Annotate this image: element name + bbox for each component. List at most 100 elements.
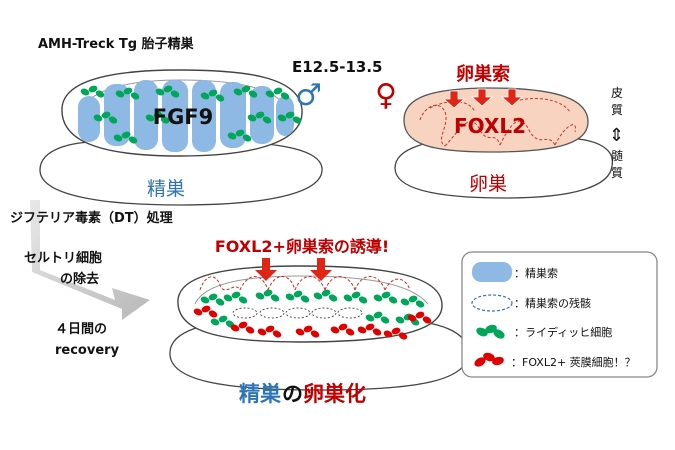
leydig-cell [200,296,210,304]
leydig-cell [235,129,245,137]
legend-remnant-swatch [471,294,513,312]
theca-cell [230,324,240,332]
leydig-cell [113,134,123,142]
leydig-cell [163,85,173,93]
leydig-cell [321,289,331,297]
leydig-cell [293,290,303,298]
leydig-cell [231,291,241,299]
testis-cord [276,96,294,136]
theca-cell [257,328,267,336]
legend: ：精巣索 ：精巣索の残骸 ：ライディッヒ細胞 ：FOXL2+ 莢膜細胞！？ [461,251,658,378]
bottom-title-ovarization: 卵巣化 [303,382,366,406]
theca-cell [415,311,425,319]
leydig-cell [365,314,375,322]
induction-title: FOXL2+卵巣索の誘導! [215,237,389,256]
leydig-cell [273,87,283,95]
leydig-cell [80,88,90,96]
leydig-cell [280,92,290,100]
leydig-cell [215,94,225,102]
theca-cell [365,323,375,331]
ovary-label: 卵巣 [469,173,507,195]
testis-cord [134,80,158,150]
cord-remnant [311,307,337,319]
theca-cell [422,316,432,324]
testis-cord [192,80,216,152]
ovary-inward-arrows [442,88,524,109]
leydig-cell [415,300,425,308]
leydig-cell [248,90,258,98]
leydig-cell [101,111,111,119]
female-symbol: ♀ [375,78,397,113]
leydig-cell [153,111,163,119]
cord-remnant [232,307,258,319]
theca-cell [330,326,340,334]
testis-cord [162,80,188,152]
theca-cell [272,330,282,338]
leydig-cell [381,291,391,299]
ovary-cords-dashed [419,98,576,147]
sertoli-removal-line1: セルトリ細胞 [24,250,102,266]
result-inward-arrows [255,258,332,281]
testis-label: 精巣 [147,178,185,200]
leydig-cell [292,116,302,124]
legend-item-leydig: ：ライディッヒ細胞 [514,325,612,339]
leydig-cell [218,315,228,323]
testis-leydig-cells [80,85,302,144]
leydig-cell [121,131,131,139]
theca-cell [372,328,382,336]
leydig-cell [130,92,140,100]
leydig-cell [247,114,257,122]
result-ovary-cords [199,276,411,291]
cortex-medulla-axis: 皮 質 ⇕ 髄 質 [609,86,624,180]
leydig-cell [145,114,155,122]
theca-cell [303,325,313,333]
leydig-cell [88,85,98,93]
theca-cell [310,330,320,338]
legend-item-remnant: ：精巣索の残骸 [514,296,591,310]
leydig-cell [208,293,218,301]
theca-cell [407,314,417,322]
dt-treatment-label: ジフテリア毒素（DT）処理 [10,210,173,226]
theca-cell [383,330,393,338]
theca-cell [245,326,255,334]
feminized-testis-diagram [169,258,469,391]
theca-cell [398,332,408,340]
cord-remnant [259,307,285,319]
legend-item-cord: ：精巣索 [514,266,558,280]
leydig-cell [265,90,275,98]
theca-cell [208,310,218,318]
theca-cell [357,326,367,334]
amh-treck-title: AMH-Treck Tg 胎子精巣 [38,36,195,52]
theca-cell [391,327,401,335]
fgf9-label: FGF9 [153,105,214,129]
bottom-title-no: の [282,382,303,406]
leydig-cell [373,294,383,302]
recovery-line2: recovery [55,343,120,358]
cord-remnants [232,307,363,319]
updown-arrow-icon: ⇕ [609,125,624,146]
leydig-cell [93,114,103,122]
leydig-cell [408,295,418,303]
leydig-cell [208,89,218,97]
leydig-cell [328,294,338,302]
theca-cell [201,305,211,313]
result-cells [193,289,432,340]
theca-cell [238,321,248,329]
cord-remnant [337,307,363,319]
leydig-cell [255,111,265,119]
leydig-cell [263,289,273,297]
sertoli-removal-line2: の除去 [60,271,99,287]
leydig-cell [255,292,265,300]
legend-box [461,251,658,378]
leydig-cell [277,114,287,122]
leydig-cell [241,85,251,93]
leydig-cell [400,298,410,306]
leydig-cell [343,294,353,302]
theca-cell [193,308,203,316]
leydig-cell [223,294,233,302]
leydig-cell [200,92,210,100]
legend-leydig-swatch [476,324,505,339]
leydig-cell [95,90,105,98]
leydig-cell [108,116,118,124]
